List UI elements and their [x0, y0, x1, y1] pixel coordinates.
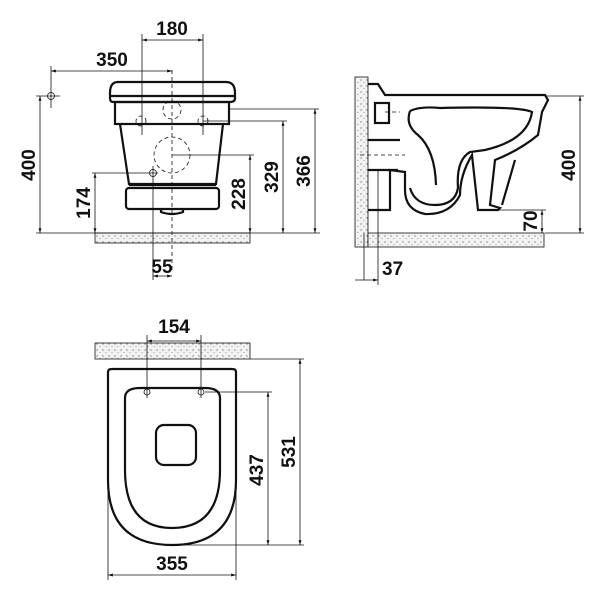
front-view: 180 350 400 174 228 329 366 55: [19, 19, 320, 280]
dim-366: 366: [294, 155, 315, 187]
wall-section: [354, 76, 369, 248]
wall-section: [94, 342, 251, 360]
dim-355: 355: [156, 554, 188, 575]
toilet-front: [47, 70, 237, 280]
dim-350: 350: [96, 50, 128, 71]
dim-55: 55: [151, 257, 173, 278]
dim-154: 154: [158, 317, 190, 338]
floor-section: [367, 232, 545, 248]
dim-70: 70: [521, 210, 542, 231]
dim-228: 228: [229, 178, 250, 210]
dim-side-400: 400: [559, 149, 580, 181]
dim-180: 180: [156, 19, 188, 40]
dim-531: 531: [279, 436, 300, 468]
dim-front-400: 400: [19, 149, 40, 181]
dim-329: 329: [262, 161, 283, 193]
toilet-seat-outline: [106, 367, 238, 547]
bowl-opening: [154, 423, 198, 467]
floor-section: [94, 232, 251, 244]
dim-437: 437: [247, 454, 268, 486]
dim-37: 37: [382, 259, 403, 280]
side-view: 400 70 37: [354, 76, 584, 285]
top-view: 154 437 531 355: [94, 317, 304, 580]
dim-174: 174: [74, 187, 95, 219]
toilet-side-section: [360, 82, 550, 216]
